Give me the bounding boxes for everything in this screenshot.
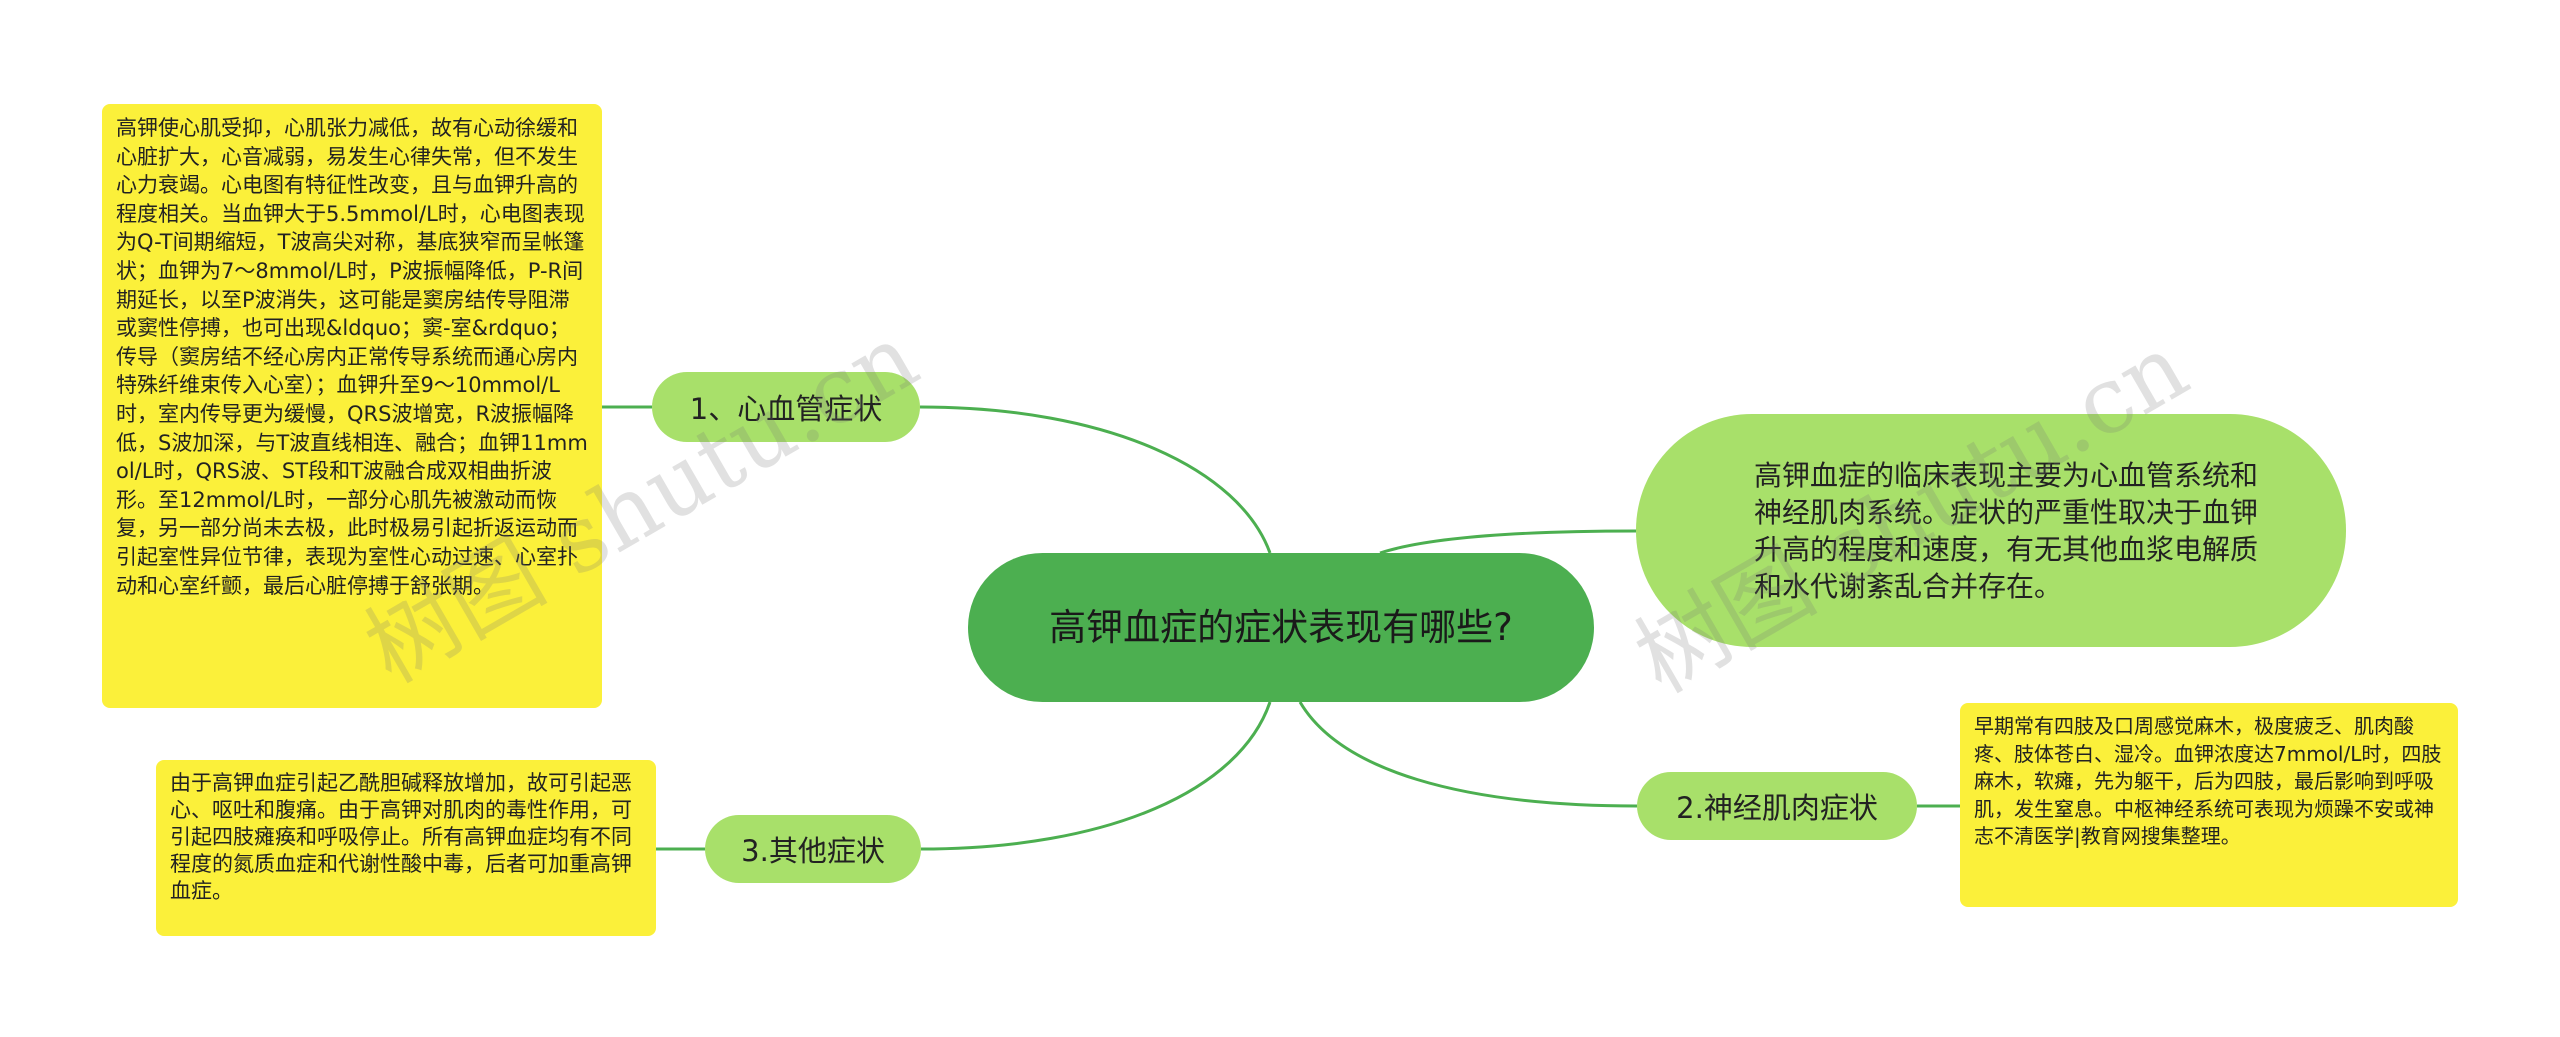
branch-other-symptoms[interactable]: 3.其他症状 [705,815,921,883]
neuro-detail-note: 早期常有四肢及口周感觉麻木，极度疲乏、肌肉酸疼、肢体苍白、湿冷。血钾浓度达7mm… [1960,703,2458,907]
connector-root-cardio [919,405,1272,554]
other-detail-note: 由于高钾血症引起乙酰胆碱释放增加，故可引起恶心、呕吐和腹痛。由于高钾对肌肉的毒性… [156,760,656,936]
root-topic-label: 高钾血症的症状表现有哪些? [1049,606,1513,649]
root-topic[interactable]: 高钾血症的症状表现有哪些? [968,553,1594,702]
summary-text: 高钾血症的临床表现主要为心血管系统和神经肌肉系统。症状的严重性取决于血钾升高的程… [1754,458,2259,603]
connector-root-neuro [1298,701,1638,808]
branch-neuro-symptoms[interactable]: 2.神经肌肉症状 [1637,772,1917,840]
connector-root-summary [1379,529,1637,555]
cardio-detail-note: 高钾使心肌受抑，心肌张力减低，故有心动徐缓和心脏扩大，心音减弱，易发生心律失常，… [102,104,602,708]
summary-node[interactable]: 高钾血症的临床表现主要为心血管系统和神经肌肉系统。症状的严重性取决于血钾升高的程… [1636,414,2346,647]
connector-root-other [920,701,1272,851]
branch-cardio-symptoms[interactable]: 1、心血管症状 [652,372,920,442]
